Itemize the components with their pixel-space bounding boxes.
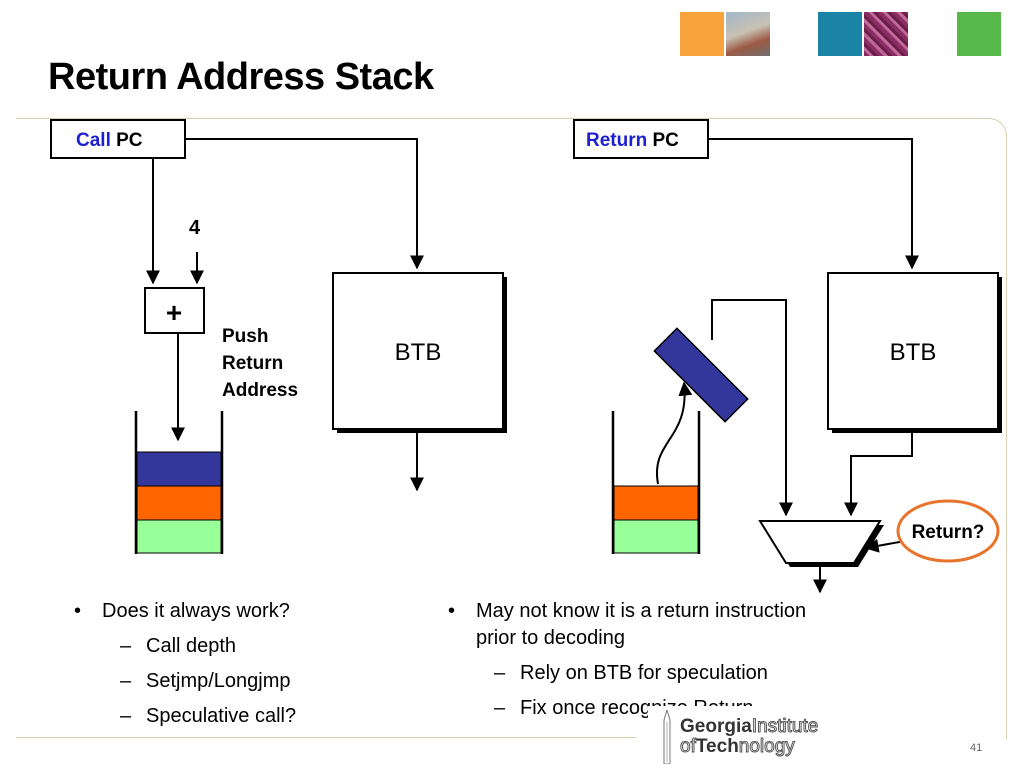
logo-georgia: Georgia (680, 716, 752, 737)
push-label-line3: Address (222, 380, 298, 401)
logo-institute: Institute (751, 716, 819, 738)
adder-box: + (144, 287, 205, 334)
pop-arrow (655, 381, 693, 485)
logo-nology: nology (738, 736, 795, 758)
right-main-bullet-line2: prior to decoding (476, 627, 625, 649)
return-question-circle (896, 499, 1000, 563)
right-stack-entry-orange (613, 485, 699, 521)
georgia-tech-logo: GeorgiaInstitute ofTechnology (648, 706, 870, 768)
push-label-line2: Return (222, 353, 283, 374)
logo-of: of (680, 736, 697, 758)
left-sub-bullet-2: Setjmp/Longjmp (66, 668, 426, 695)
content-frame (16, 118, 1007, 739)
right-btb-label: BTB (890, 339, 937, 366)
call-to-btb-wire (185, 138, 424, 270)
right-btb-to-mux-wire (844, 433, 913, 517)
selector-mux (758, 520, 884, 567)
right-btb-box: BTB (827, 272, 1002, 433)
return-select-wire (864, 538, 906, 553)
corner-square-teal (818, 12, 862, 56)
svg-text:Call PC: Call PC (76, 130, 143, 151)
return-pc-to-btb-wire (708, 138, 919, 270)
corner-photo-circuit (864, 12, 908, 56)
right-stack-entry-green (613, 519, 699, 554)
left-bullet-list: Does it always work? Call depth Setjmp/L… (66, 598, 426, 730)
right-sub-bullet-1: Rely on BTB for speculation (440, 660, 920, 687)
left-main-bullet: Does it always work? (66, 598, 426, 625)
return-pc-box: Return PC (573, 119, 709, 159)
corner-square-green (957, 12, 1001, 56)
call-pc-box: Call PC (50, 119, 186, 159)
return-pc-word: Return (586, 130, 647, 151)
svg-text:Return PC: Return PC (586, 130, 679, 151)
adder-plus-icon: + (166, 297, 182, 328)
return-question-label: Return? (912, 522, 985, 543)
left-sub-bullet-1: Call depth (66, 633, 426, 660)
left-sub-bullet-3: Speculative call? (66, 703, 426, 730)
slide-title: Return Address Stack (48, 56, 434, 98)
popped-stack-entry (653, 327, 749, 423)
gt-tower-icon (663, 710, 671, 764)
call-pc-suffix: PC (111, 130, 143, 151)
left-btb-box: BTB (332, 272, 507, 433)
push-label-line1: Push (222, 326, 268, 347)
corner-square-orange (680, 12, 724, 56)
left-stack-entry-orange (136, 485, 222, 521)
right-return-stack (611, 411, 701, 554)
left-btb-label: BTB (395, 339, 442, 366)
page-number: 41 (970, 742, 983, 754)
corner-photo-building (726, 12, 770, 56)
push-label: Push Return Address (222, 326, 298, 401)
right-main-bullet-line1: May not know it is a return instruction (476, 600, 807, 622)
logo-tech: Tech (695, 736, 739, 757)
left-return-stack (134, 411, 224, 554)
left-stack-entry-green (136, 519, 222, 554)
return-pc-suffix: PC (647, 130, 679, 151)
popped-to-mux-wire (711, 299, 793, 517)
right-main-bullet: May not know it is a return instruction … (440, 598, 920, 652)
content-frame-bottom-line (16, 737, 636, 738)
call-pc-word: Call (76, 130, 111, 151)
left-stack-entry-navy (136, 451, 222, 487)
adder-constant: 4 (189, 217, 201, 239)
right-bullet-list: May not know it is a return instruction … (440, 598, 920, 722)
